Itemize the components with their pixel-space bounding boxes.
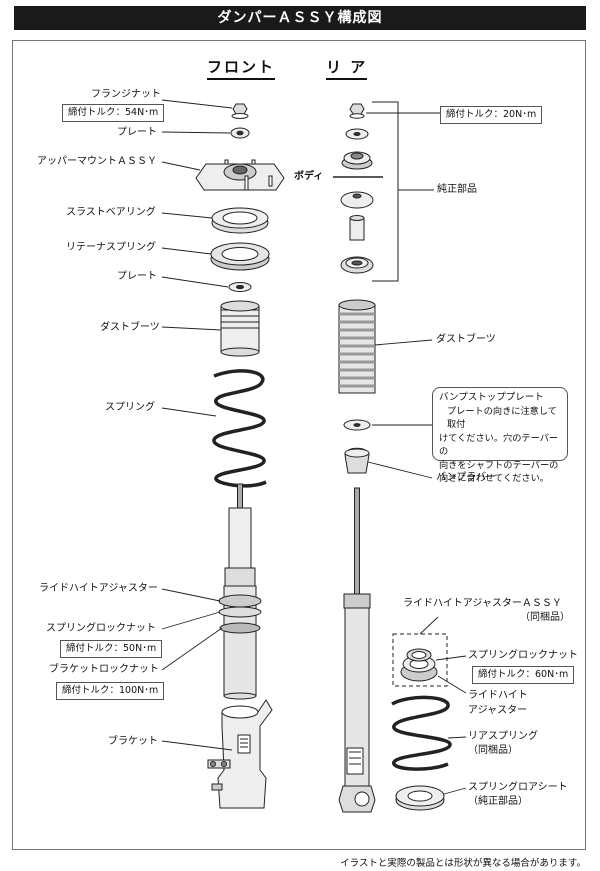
label-flange-nut: フランジナット <box>91 89 161 100</box>
diagram-frame <box>12 40 586 850</box>
front-dust-boot <box>220 300 260 357</box>
bump-stop-line-4: 向きに合わせてください。 <box>439 473 549 484</box>
rear-spring <box>391 695 452 771</box>
label-dust-boot-rear: ダストブーツ <box>436 334 496 345</box>
label-ride-height-adjuster: ライドハイトアジャスター <box>39 583 158 594</box>
front-bracket <box>207 699 273 809</box>
label-torque-54: 締付トルク：54N･m <box>62 104 165 122</box>
label-ride-height-assy: ライドハイトアジャスターＡＳＳＹ <box>403 598 562 609</box>
front-plate-1 <box>230 127 250 139</box>
rear-collar <box>349 215 365 241</box>
label-included-2: （同梱品） <box>468 745 518 756</box>
label-genuine-2: （純正部品） <box>468 796 528 807</box>
label-included-1: （同梱品） <box>520 612 570 623</box>
bump-stop-note: バンプストッププレート プレートの向きに注意して取付 けてください。穴のテーパー… <box>432 387 568 484</box>
rear-lower-seat <box>395 785 445 811</box>
rear-washer-2 <box>340 256 374 274</box>
front-flange-nut <box>231 103 249 119</box>
rear-bushing-upper <box>341 151 373 170</box>
label-plate-2: プレート <box>117 271 157 282</box>
leader-lines <box>161 99 467 795</box>
rear-bump-rubber <box>344 447 370 474</box>
bump-stop-line-1: プレートの向きに注意して取付 <box>447 405 557 431</box>
rear-washer-1 <box>345 128 369 140</box>
bump-stop-title: バンプストッププレート <box>439 392 544 403</box>
rear-dust-boot <box>338 299 376 394</box>
label-retainer-spring: リテーナスプリング <box>66 242 156 253</box>
front-retainer-spring <box>210 242 270 271</box>
label-torque-20: 締付トルク：20N･m <box>440 106 543 124</box>
front-upper-mount <box>195 159 285 191</box>
label-thrust-bearing: スラストベアリング <box>66 207 156 218</box>
label-ride-height-1: ライドハイト <box>468 690 528 701</box>
rear-genuine-bracket <box>372 101 434 282</box>
label-torque-60: 締付トルク：60N･m <box>472 666 575 684</box>
label-lower-seat: スプリングロアシート <box>468 782 568 793</box>
rear-header: リ ア <box>326 56 368 80</box>
bump-stop-line-3: 向きをシャフトのテーパーの <box>439 459 559 471</box>
footnote: イラストと実際の製品とは形状が異なる場合があります。 <box>340 858 586 869</box>
front-plate-2 <box>228 282 252 292</box>
label-ride-height-2: アジャスター <box>468 705 528 716</box>
label-genuine-parts: 純正部品 <box>437 184 477 195</box>
rear-shock-body <box>338 487 376 813</box>
label-torque-50: 締付トルク：50N･m <box>60 640 163 658</box>
label-dust-boot-front: ダストブーツ <box>100 322 160 333</box>
rear-bushing-lower <box>340 191 374 209</box>
label-rear-spring: リアスプリング <box>468 731 538 742</box>
rear-nut <box>349 103 365 119</box>
front-shock-body <box>218 483 262 700</box>
label-spring-lock-nut-front: スプリングロックナット <box>46 623 156 634</box>
label-bracket-lock-nut: ブラケットロックナット <box>49 664 159 675</box>
label-plate-1: プレート <box>117 127 157 138</box>
page-title: ダンパーＡＳＳＹ構成図 <box>14 6 586 30</box>
label-bump-rubber: バンプラバー <box>436 472 497 483</box>
front-header: フロント <box>207 56 276 80</box>
front-spring <box>212 369 267 488</box>
label-spring-lock-nut-rear: スプリングロックナット <box>468 650 578 661</box>
label-body: ボディ <box>294 171 324 182</box>
label-upper-mount: アッパーマウントＡＳＳＹ <box>37 156 157 167</box>
rear-adjuster-nut <box>400 648 438 682</box>
label-torque-100: 締付トルク：100N･m <box>56 682 165 700</box>
label-bracket: ブラケット <box>108 736 158 747</box>
label-spring-front: スプリング <box>105 402 155 413</box>
rear-adjuster-box <box>392 633 448 687</box>
rear-bump-stop-plate <box>343 419 371 431</box>
bump-stop-line-2: けてください。穴のテーパーの <box>439 432 559 458</box>
front-thrust-bearing <box>211 207 269 234</box>
